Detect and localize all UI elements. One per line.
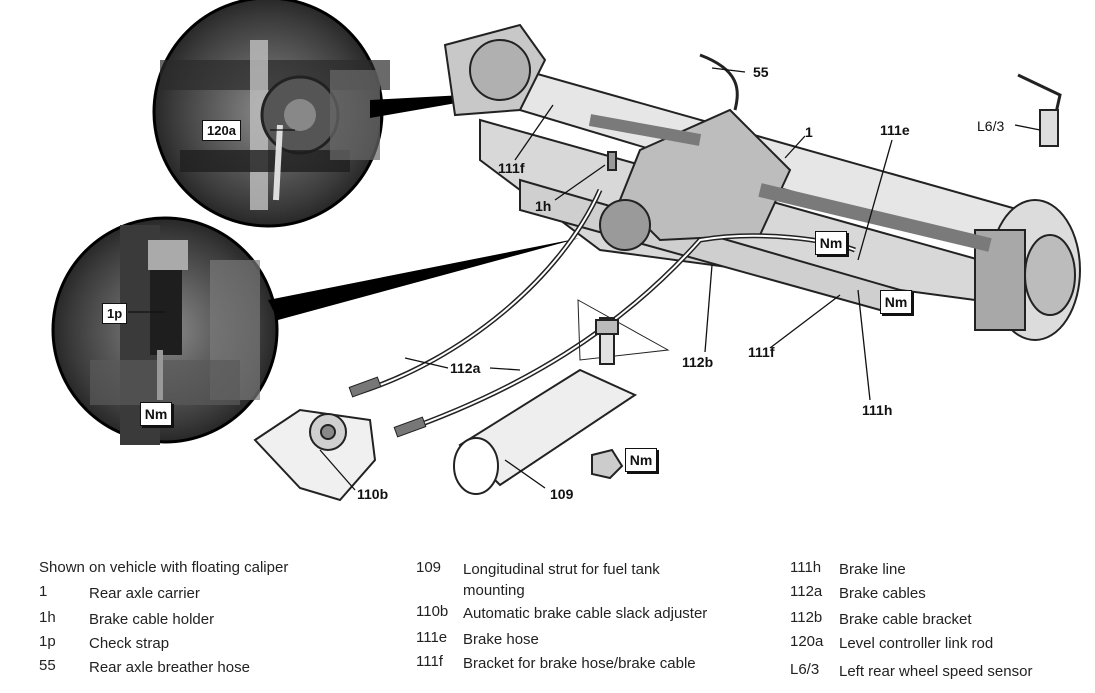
- legend-code: 111h: [790, 559, 822, 576]
- legend-desc: Rear axle breather hose: [89, 659, 250, 676]
- legend-code: 110b: [416, 603, 449, 620]
- legend-desc: Brake cables: [839, 585, 926, 602]
- diagram-artwork: [51, 0, 1081, 502]
- legend-desc: Brake line: [839, 561, 906, 578]
- legend-desc: Check strap: [89, 635, 170, 652]
- legend-desc: Bracket for brake hose/brake cable: [463, 655, 696, 672]
- legend-code: 1p: [39, 633, 56, 650]
- legend-item: 109 Longitudinal strut for fuel tank mou…: [416, 559, 716, 603]
- callout-109: 109: [550, 486, 574, 502]
- callout-112a: 112a: [450, 360, 481, 376]
- callout-111f-mid: 111f: [748, 344, 775, 360]
- torque-box-strut-nut: Nm: [625, 448, 657, 472]
- legend-desc: Brake cable bracket: [839, 611, 972, 628]
- rear-axle-diagram: 55 1 111e L6/3 111f 1h 120a 1p 112a 112b…: [51, 0, 1081, 502]
- axle-carrier-drawing: [443, 23, 1081, 341]
- legend-code: 1h: [39, 609, 56, 626]
- legend-desc: Automatic brake cable slack adjuster: [463, 605, 708, 622]
- legend-code: 112b: [790, 609, 823, 626]
- legend-caption: Shown on vehicle with floating caliper: [39, 559, 289, 576]
- legend-code: 120a: [790, 633, 824, 650]
- legend-code: 109: [416, 559, 442, 576]
- legend-desc: Level controller link rod: [839, 635, 994, 652]
- legend: Shown on vehicle with floating caliper 1…: [0, 550, 1095, 693]
- callout-111f-top: 111f: [498, 160, 525, 176]
- callout-111h: 111h: [862, 402, 893, 418]
- callout-111e: 111e: [880, 122, 910, 138]
- callout-1h: 1h: [535, 198, 552, 214]
- legend-desc: Brake hose: [463, 631, 539, 648]
- legend-desc: Brake cable holder: [89, 611, 215, 628]
- slack-adjuster: [253, 408, 377, 502]
- callout-110b: 110b: [357, 486, 389, 502]
- brake-cables: [348, 188, 856, 438]
- inset-check-strap-photo: [51, 216, 279, 445]
- legend-desc: Longitudinal strut for fuel tank mountin…: [463, 561, 660, 599]
- torque-box-check-strap: Nm: [140, 402, 172, 426]
- inset-level-controller-photo: [152, 0, 390, 228]
- torque-box-brake-line: Nm: [880, 290, 912, 314]
- legend-code: L6/3: [790, 661, 820, 678]
- legend-code: 112a: [790, 583, 823, 600]
- callout-1p: 1p: [102, 303, 128, 324]
- torque-box-brake-hose: Nm: [815, 231, 847, 255]
- leader-lines: [128, 67, 1041, 491]
- inset-pointer: [268, 238, 580, 320]
- legend-code: 1: [39, 583, 48, 600]
- callout-l6-3: L6/3: [977, 118, 1005, 134]
- legend-desc: Rear axle carrier: [89, 585, 200, 602]
- callout-1: 1: [805, 124, 813, 140]
- legend-code: 55: [39, 657, 56, 674]
- callout-112b: 112b: [682, 354, 714, 370]
- fuel-tank-strut: [453, 299, 670, 495]
- legend-code: 111e: [416, 629, 448, 646]
- callout-55: 55: [753, 64, 769, 80]
- legend-code: 111f: [416, 653, 443, 670]
- legend-desc: Left rear wheel speed sensor: [839, 663, 1033, 680]
- callout-120a: 120a: [202, 120, 241, 141]
